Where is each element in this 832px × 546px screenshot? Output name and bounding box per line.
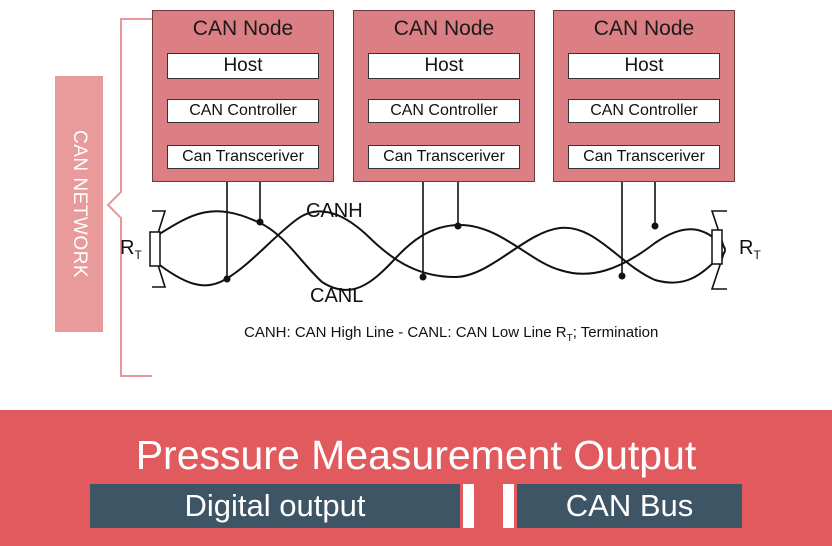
network-bracket [106, 18, 152, 377]
canh-line [152, 210, 726, 291]
divider-stripe [503, 484, 514, 528]
rt-right-label: RT [739, 237, 761, 262]
node-title: CAN Node [593, 17, 695, 40]
host-box: Host [167, 53, 319, 79]
junction-dot [256, 218, 264, 226]
can-bus-bar: CAN Bus [517, 484, 742, 528]
can-controller-box: CAN Controller [167, 99, 319, 123]
rt-left-label: RT [120, 237, 142, 262]
junction-dot [651, 222, 659, 230]
can-node-2: CAN Node Host CAN Controller Can Transce… [353, 10, 535, 182]
can-node-1: CAN Node Host CAN Controller Can Transce… [152, 10, 334, 182]
junction-dot [618, 272, 626, 280]
host-box: Host [368, 53, 520, 79]
host-box: Host [568, 53, 720, 79]
can-network-label: CAN NETWORK [55, 76, 103, 332]
junction-dot [454, 222, 462, 230]
junction-dot [223, 275, 231, 283]
divider-stripe [463, 484, 474, 528]
right-resistor [711, 229, 723, 265]
can-transceiver-box: Can Transceriver [368, 145, 520, 169]
can-transceiver-box: Can Transceriver [568, 145, 720, 169]
can-controller-box: CAN Controller [568, 99, 720, 123]
junction-dot [419, 273, 427, 281]
canl-line [152, 210, 726, 287]
node-title: CAN Node [393, 17, 495, 40]
can-transceiver-box: Can Transceriver [167, 145, 319, 169]
canh-label: CANH [306, 200, 363, 222]
diagram-legend: CANH: CAN High Line - CANL: CAN Low Line… [244, 324, 659, 344]
can-node-3: CAN Node Host CAN Controller Can Transce… [553, 10, 735, 182]
node-title: CAN Node [192, 17, 294, 40]
network-diagram [106, 18, 727, 377]
digital-output-bar: Digital output [90, 484, 460, 528]
banner-title: Pressure Measurement Output [135, 432, 697, 478]
canl-label: CANL [310, 285, 364, 307]
can-controller-box: CAN Controller [368, 99, 520, 123]
left-resistor [149, 231, 161, 267]
